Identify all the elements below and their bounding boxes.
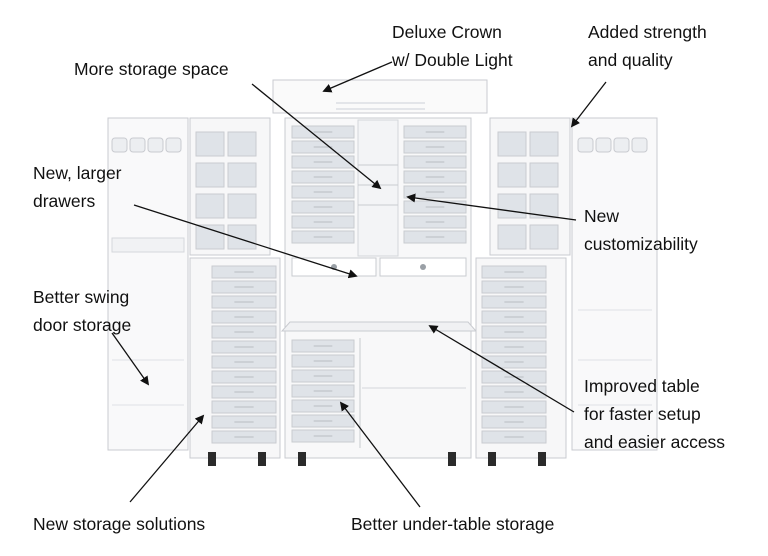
- storage-bin: [195, 162, 225, 188]
- jar: [613, 137, 630, 153]
- storage-bin: [227, 162, 257, 188]
- caster-wheel: [448, 452, 456, 466]
- left-upper-bins: [195, 131, 257, 250]
- leader-under-table: [339, 401, 421, 508]
- storage-bin: [195, 131, 225, 157]
- caster-wheel: [298, 452, 306, 466]
- leader-lines: [111, 61, 607, 508]
- center-right-drawers: [403, 125, 467, 244]
- storage-bin: [529, 224, 559, 250]
- leader-drawers: [133, 204, 358, 279]
- center-left-drawers: [291, 125, 355, 244]
- jar: [129, 137, 146, 153]
- left-side-cabinet: [189, 117, 281, 459]
- caster-wheel: [488, 452, 496, 466]
- right-swing-door: [571, 117, 658, 451]
- leader-table: [428, 325, 575, 413]
- storage-bin: [227, 193, 257, 219]
- caster-wheel: [258, 452, 266, 466]
- caster-wheel: [208, 452, 216, 466]
- right-upper-bins: [497, 131, 559, 250]
- leader-strength: [570, 81, 607, 128]
- leader-customizability: [406, 193, 577, 221]
- jar: [165, 137, 182, 153]
- center-cabinet: [280, 117, 478, 459]
- storage-bin: [195, 193, 225, 219]
- left-lower-drawers: [211, 265, 277, 444]
- leader-storage-space: [251, 83, 382, 190]
- left-swing-door: [107, 117, 189, 451]
- label-more-storage-space: More storage space: [74, 59, 229, 79]
- storage-bin: [497, 131, 527, 157]
- leader-storage-solutions: [129, 414, 205, 503]
- center-under-drawers: [291, 339, 355, 443]
- deluxe-crown: [272, 79, 488, 114]
- jar: [595, 137, 612, 153]
- jar-row-right: [577, 137, 648, 153]
- right-lower-drawers: [481, 265, 547, 444]
- jar: [577, 137, 594, 153]
- storage-bin: [195, 224, 225, 250]
- storage-bin: [227, 131, 257, 157]
- storage-bin: [497, 224, 527, 250]
- caster-wheel: [538, 452, 546, 466]
- storage-bin: [529, 162, 559, 188]
- leader-swing-door: [111, 332, 150, 386]
- leader-crown: [322, 61, 393, 93]
- caster-wheels: [208, 452, 546, 466]
- jar-row-left: [111, 137, 182, 153]
- jar: [111, 137, 128, 153]
- storage-bin: [497, 193, 527, 219]
- storage-bin: [497, 162, 527, 188]
- label-storage-solutions: New storage solutions: [33, 514, 206, 534]
- label-under-table: Better under-table storage: [351, 514, 555, 534]
- jar: [147, 137, 164, 153]
- right-side-cabinet: [475, 117, 571, 459]
- storage-bin: [529, 131, 559, 157]
- jar: [631, 137, 648, 153]
